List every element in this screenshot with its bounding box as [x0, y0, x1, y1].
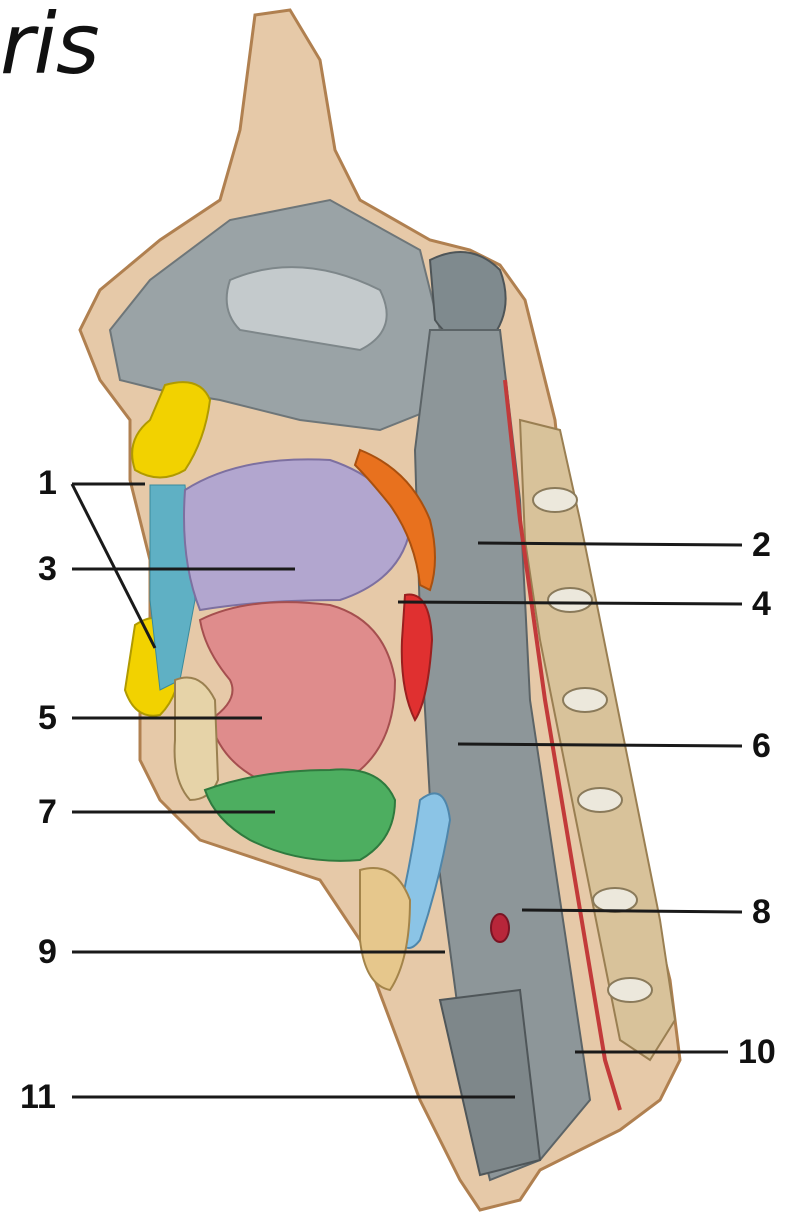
label-11: 11	[20, 1080, 56, 1114]
label-4: 4	[752, 587, 771, 621]
label-1: 1	[38, 466, 57, 500]
leader-line-2	[478, 543, 742, 545]
vocal-fold	[491, 914, 509, 942]
label-2: 2	[752, 528, 771, 562]
sphenoid-sinus	[430, 252, 506, 343]
label-8: 8	[752, 895, 771, 929]
leader-line-4	[398, 602, 742, 604]
leader-line-6	[458, 744, 742, 746]
label-10: 10	[738, 1035, 776, 1069]
label-9: 9	[38, 935, 57, 969]
label-6: 6	[752, 729, 771, 763]
label-7: 7	[38, 795, 57, 829]
figure-title-fragment: ris	[0, 2, 99, 86]
leader-line-8	[522, 910, 742, 912]
label-5: 5	[38, 701, 57, 735]
mandible	[175, 678, 218, 801]
label-3: 3	[38, 552, 57, 586]
